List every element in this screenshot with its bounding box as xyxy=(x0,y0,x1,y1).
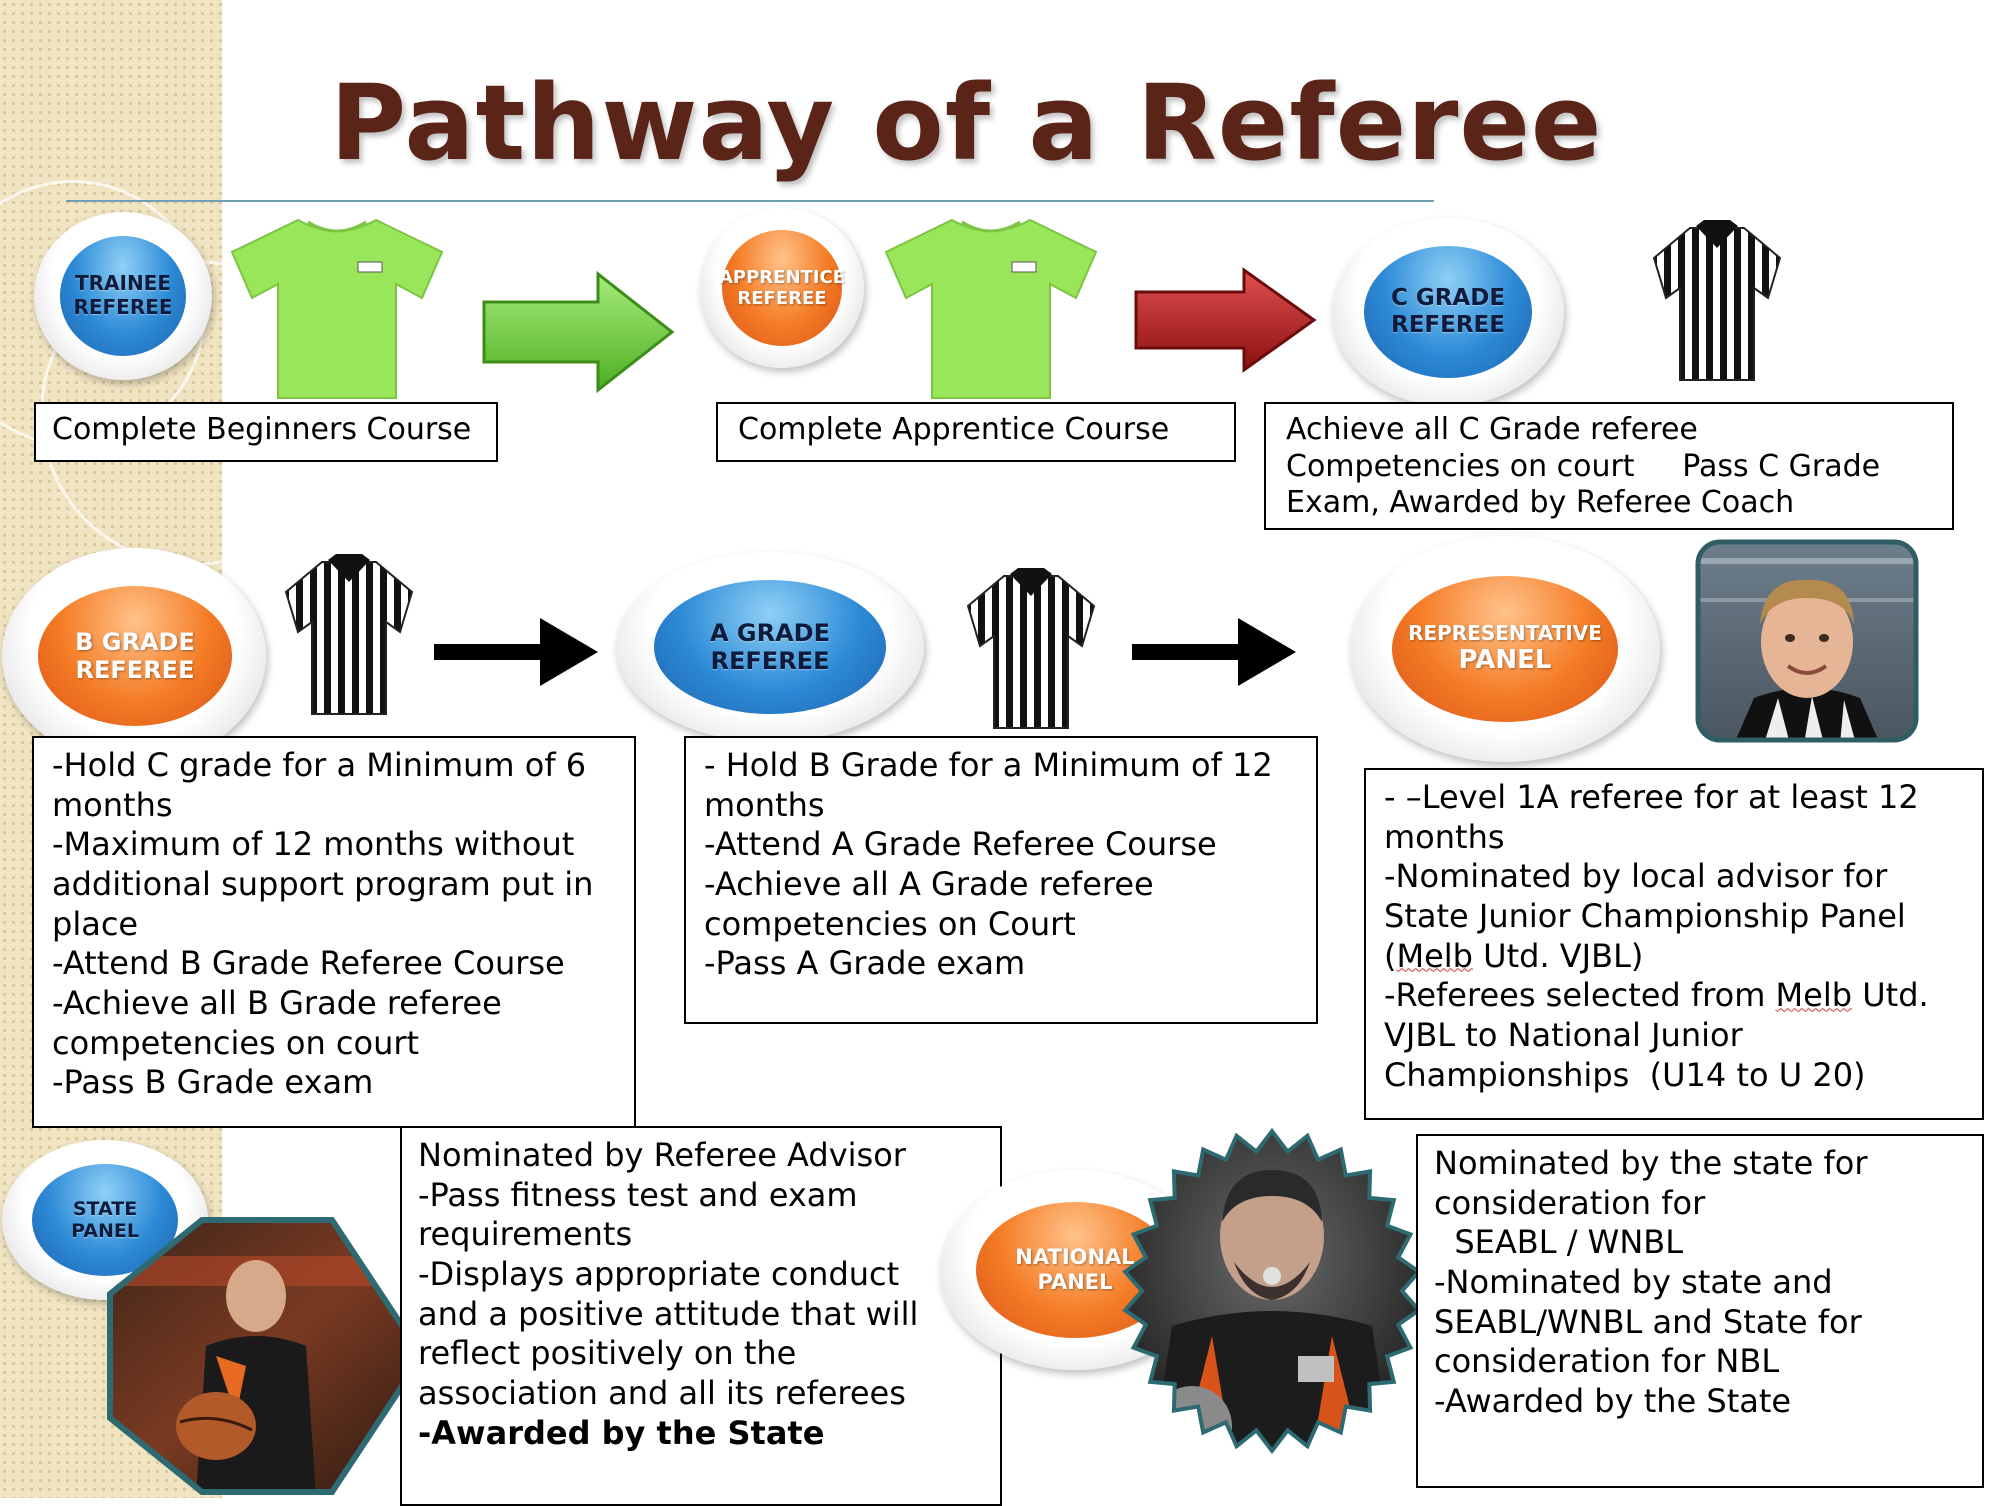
trainee-badge-line2: REFEREE xyxy=(73,295,173,319)
b-grade-requirement-line: -Maximum of 12 months without xyxy=(52,825,575,864)
representative-requirement-line: Championships (U14 to U 20) xyxy=(1384,1055,1866,1094)
b-grade-requirement-line: -Pass B Grade exam xyxy=(52,1063,374,1102)
representative-requirement-line: VJBL to National Junior xyxy=(1384,1016,1743,1055)
c-grade-badge-line2: REFEREE xyxy=(1391,312,1505,338)
black-arrow-icon xyxy=(434,618,598,686)
national-requirement-line: SEABL/WNBL and State for xyxy=(1434,1302,1862,1341)
green-tshirt-icon xyxy=(230,218,444,399)
striped-referee-shirt-icon xyxy=(966,568,1096,729)
b-grade-badge-line1: B GRADE xyxy=(75,627,195,656)
apprentice-requirement-text: Complete Apprentice Course xyxy=(738,412,1170,447)
representative-requirement-line: State Junior Championship Panel xyxy=(1384,897,1906,936)
representative-requirement-line: months xyxy=(1384,817,1505,856)
b-grade-requirement-line: months xyxy=(52,785,173,824)
c-grade-requirement-line: Exam, Awarded by Referee Coach xyxy=(1286,485,1795,521)
trainee-requirement-text: Complete Beginners Course xyxy=(52,412,472,447)
c-grade-badge-line1: C GRADE xyxy=(1390,284,1506,311)
state-requirement-line: -Pass fitness test and exam xyxy=(418,1175,858,1214)
representative-requirement-line: (Melb Utd. VJBL) xyxy=(1384,937,1964,977)
c-grade-requirement-line: Competencies on court Pass C Grade xyxy=(1286,448,1881,484)
b-grade-requirement-line: -Attend B Grade Referee Course xyxy=(52,944,565,983)
representative-text-misspelled: Melb xyxy=(1775,976,1853,1015)
red-arrow-icon xyxy=(1134,267,1317,373)
representative-text-segment: -Referees selected from xyxy=(1384,976,1776,1015)
national-requirement-line: -Nominated by state and xyxy=(1434,1263,1833,1302)
striped-referee-shirt-icon xyxy=(284,554,414,715)
representative-text-segment: ( xyxy=(1384,936,1397,975)
a-grade-badge-line1: A GRADE xyxy=(710,618,830,647)
green-tshirt-icon xyxy=(884,218,1098,399)
c-grade-requirement-line: Achieve all C Grade referee xyxy=(1286,412,1698,447)
trainee-badge-line1: TRAINEE xyxy=(74,271,172,296)
national-requirement-line: consideration for xyxy=(1434,1183,1706,1222)
national-badge-line1: NATIONAL xyxy=(1015,1245,1135,1270)
page-title: Pathway of a Referee xyxy=(330,62,1603,184)
national-requirement-line: -Awarded by the State xyxy=(1434,1382,1792,1421)
green-arrow-icon xyxy=(482,270,675,394)
apprentice-badge-line1: APPRENTICE xyxy=(718,266,846,288)
a-grade-requirements-box: - Hold B Grade for a Minimum of 12 month… xyxy=(684,736,1318,1024)
b-grade-requirement-line: competencies on court xyxy=(52,1023,420,1062)
a-grade-requirement-line: -Attend A Grade Referee Course xyxy=(704,825,1217,864)
state-requirement-line: reflect positively on the xyxy=(418,1334,797,1373)
a-grade-requirement-line: competencies on Court xyxy=(704,904,1076,943)
representative-text-misspelled: Melb xyxy=(1396,936,1473,975)
representative-requirement-line: - –Level 1A referee for at least 12 xyxy=(1384,778,1919,816)
state-requirement-line: association and all its referees xyxy=(418,1374,906,1413)
national-requirement-line: SEABL / WNBL xyxy=(1434,1223,1684,1262)
representative-text-segment: Utd. VJBL) xyxy=(1472,936,1644,975)
b-grade-badge-line2: REFEREE xyxy=(75,656,195,684)
b-grade-requirement-line: -Hold C grade for a Minimum of 6 xyxy=(52,746,587,784)
a-grade-requirement-line: -Achieve all A Grade referee xyxy=(704,865,1154,904)
a-grade-requirement-line: months xyxy=(704,785,825,824)
representative-badge-line1: REPRESENTATIVE xyxy=(1408,620,1602,645)
b-grade-requirement-line: -Achieve all B Grade referee xyxy=(52,984,502,1023)
apprentice-badge-line2: REFEREE xyxy=(737,288,827,309)
state-requirement-bold-line: -Awarded by the State xyxy=(418,1413,825,1452)
trainee-requirements-box: Complete Beginners Course xyxy=(34,402,498,462)
state-badge-line2: PANEL xyxy=(71,1220,139,1242)
state-referee-action-photo xyxy=(107,1217,426,1495)
state-badge-line1: STATE xyxy=(72,1197,138,1220)
title-divider xyxy=(66,200,1434,202)
state-requirements-box: Nominated by Referee Advisor -Pass fitne… xyxy=(400,1126,1002,1506)
c-grade-requirements-box: Achieve all C Grade referee Competencies… xyxy=(1264,402,1954,530)
b-grade-requirement-line: place xyxy=(52,904,139,943)
national-referee-photo xyxy=(1122,1127,1422,1455)
b-grade-requirements-box: -Hold C grade for a Minimum of 6 months … xyxy=(32,736,636,1128)
state-requirement-line: requirements xyxy=(418,1215,633,1254)
black-arrow-icon xyxy=(1132,618,1296,686)
representative-requirements-box: - –Level 1A referee for at least 12 mont… xyxy=(1364,768,1984,1120)
national-requirements-box: Nominated by the state for consideration… xyxy=(1416,1134,1984,1488)
representative-badge-line2: PANEL xyxy=(1458,645,1552,676)
national-badge-line2: PANEL xyxy=(1037,1270,1113,1294)
striped-referee-shirt-icon xyxy=(1652,220,1782,381)
apprentice-requirements-box: Complete Apprentice Course xyxy=(716,402,1236,462)
b-grade-requirement-line: additional support program put in xyxy=(52,865,594,904)
state-requirement-line: Nominated by Referee Advisor xyxy=(418,1136,906,1174)
national-requirement-line: consideration for NBL xyxy=(1434,1342,1780,1381)
national-requirement-line: Nominated by the state for xyxy=(1434,1144,1868,1182)
a-grade-badge-line2: REFEREE xyxy=(710,647,830,675)
state-requirement-line: -Displays appropriate conduct xyxy=(418,1255,900,1294)
a-grade-requirement-line: -Pass A Grade exam xyxy=(704,944,1026,983)
referee-portrait-photo xyxy=(1695,539,1919,743)
representative-requirement-line: -Referees selected from Melb Utd. xyxy=(1384,976,1964,1016)
representative-text-segment: Utd. xyxy=(1852,976,1929,1015)
representative-requirement-line: -Nominated by local advisor for xyxy=(1384,857,1888,896)
a-grade-requirement-line: - Hold B Grade for a Minimum of 12 xyxy=(704,746,1273,784)
state-requirement-line: and a positive attitude that will xyxy=(418,1294,919,1333)
